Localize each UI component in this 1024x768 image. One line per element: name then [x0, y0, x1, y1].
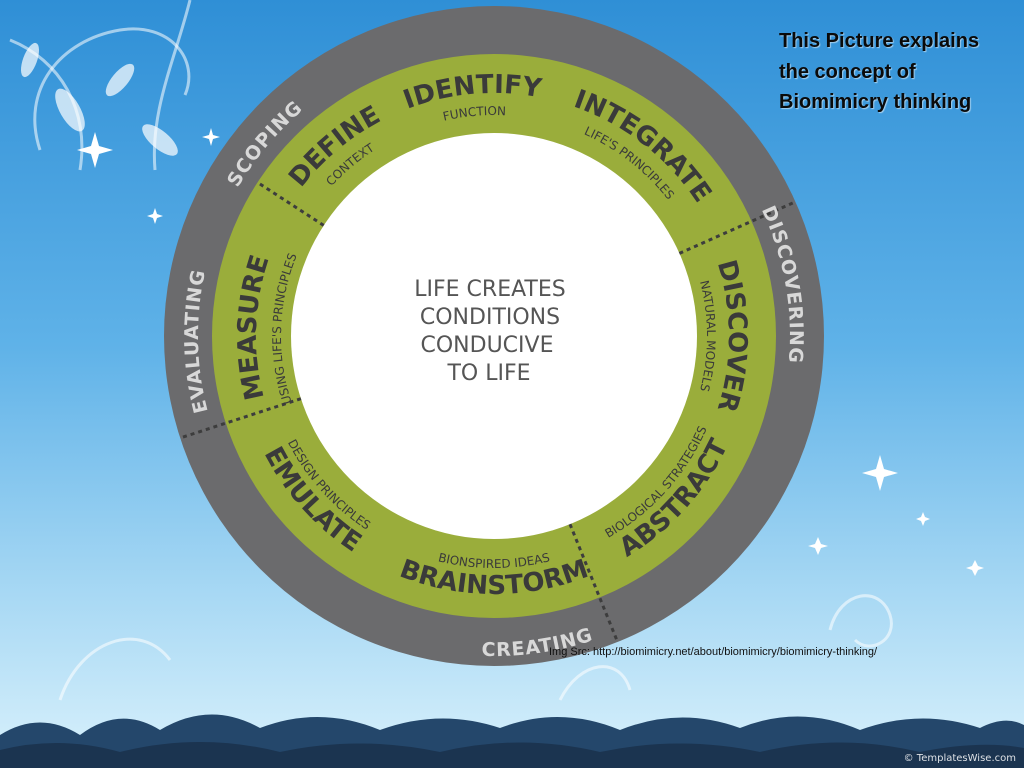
stage-divider: [179, 397, 302, 440]
center-text: LIFE CREATES CONDITIONS CONDUCIVE TO LIF…: [414, 277, 566, 386]
caption-line: Biomimicry thinking: [779, 91, 972, 113]
sparkle-icon: [202, 128, 220, 146]
center-line: TO LIFE: [446, 361, 530, 386]
center-disc: [291, 133, 697, 539]
center-line: LIFE CREATES: [414, 277, 566, 302]
center-line: CONDUCIVE: [421, 333, 554, 358]
sparkle-icon: [147, 208, 163, 224]
stage-divider: [678, 200, 797, 255]
grass-decoration: [0, 714, 1024, 768]
center-line: CONDITIONS: [420, 305, 560, 330]
stage-subtitle: BIONSPIRED IDEAS: [437, 550, 551, 571]
stage-subtitle-text: BIONSPIRED IDEAS: [437, 550, 551, 571]
swirl-decoration: [9, 0, 893, 701]
stage-subtitle-text: NATURAL MODELS: [697, 279, 718, 393]
sparkle-icon: [916, 512, 930, 526]
stage-divider: [568, 523, 619, 643]
sparkle-icons: [77, 128, 984, 576]
leaf-decoration: [20, 42, 178, 156]
sparkle-icon: [966, 560, 984, 576]
image-source: Img Src: http://biomimicry.net/about/bio…: [549, 646, 878, 658]
sparkle-icon: [862, 455, 898, 491]
stage-subtitle: NATURAL MODELS: [697, 279, 718, 393]
caption-line: the concept of: [779, 60, 916, 83]
watermark: © TemplatesWise.com: [903, 753, 1016, 764]
sparkle-icon: [808, 537, 828, 555]
sparkle-icon: [77, 132, 113, 168]
stage-dividers: [179, 181, 797, 643]
slide-caption: This Picture explains the concept of Bio…: [779, 26, 1019, 118]
stage-divider: [256, 181, 325, 227]
caption-line: This Picture explains: [779, 30, 980, 52]
